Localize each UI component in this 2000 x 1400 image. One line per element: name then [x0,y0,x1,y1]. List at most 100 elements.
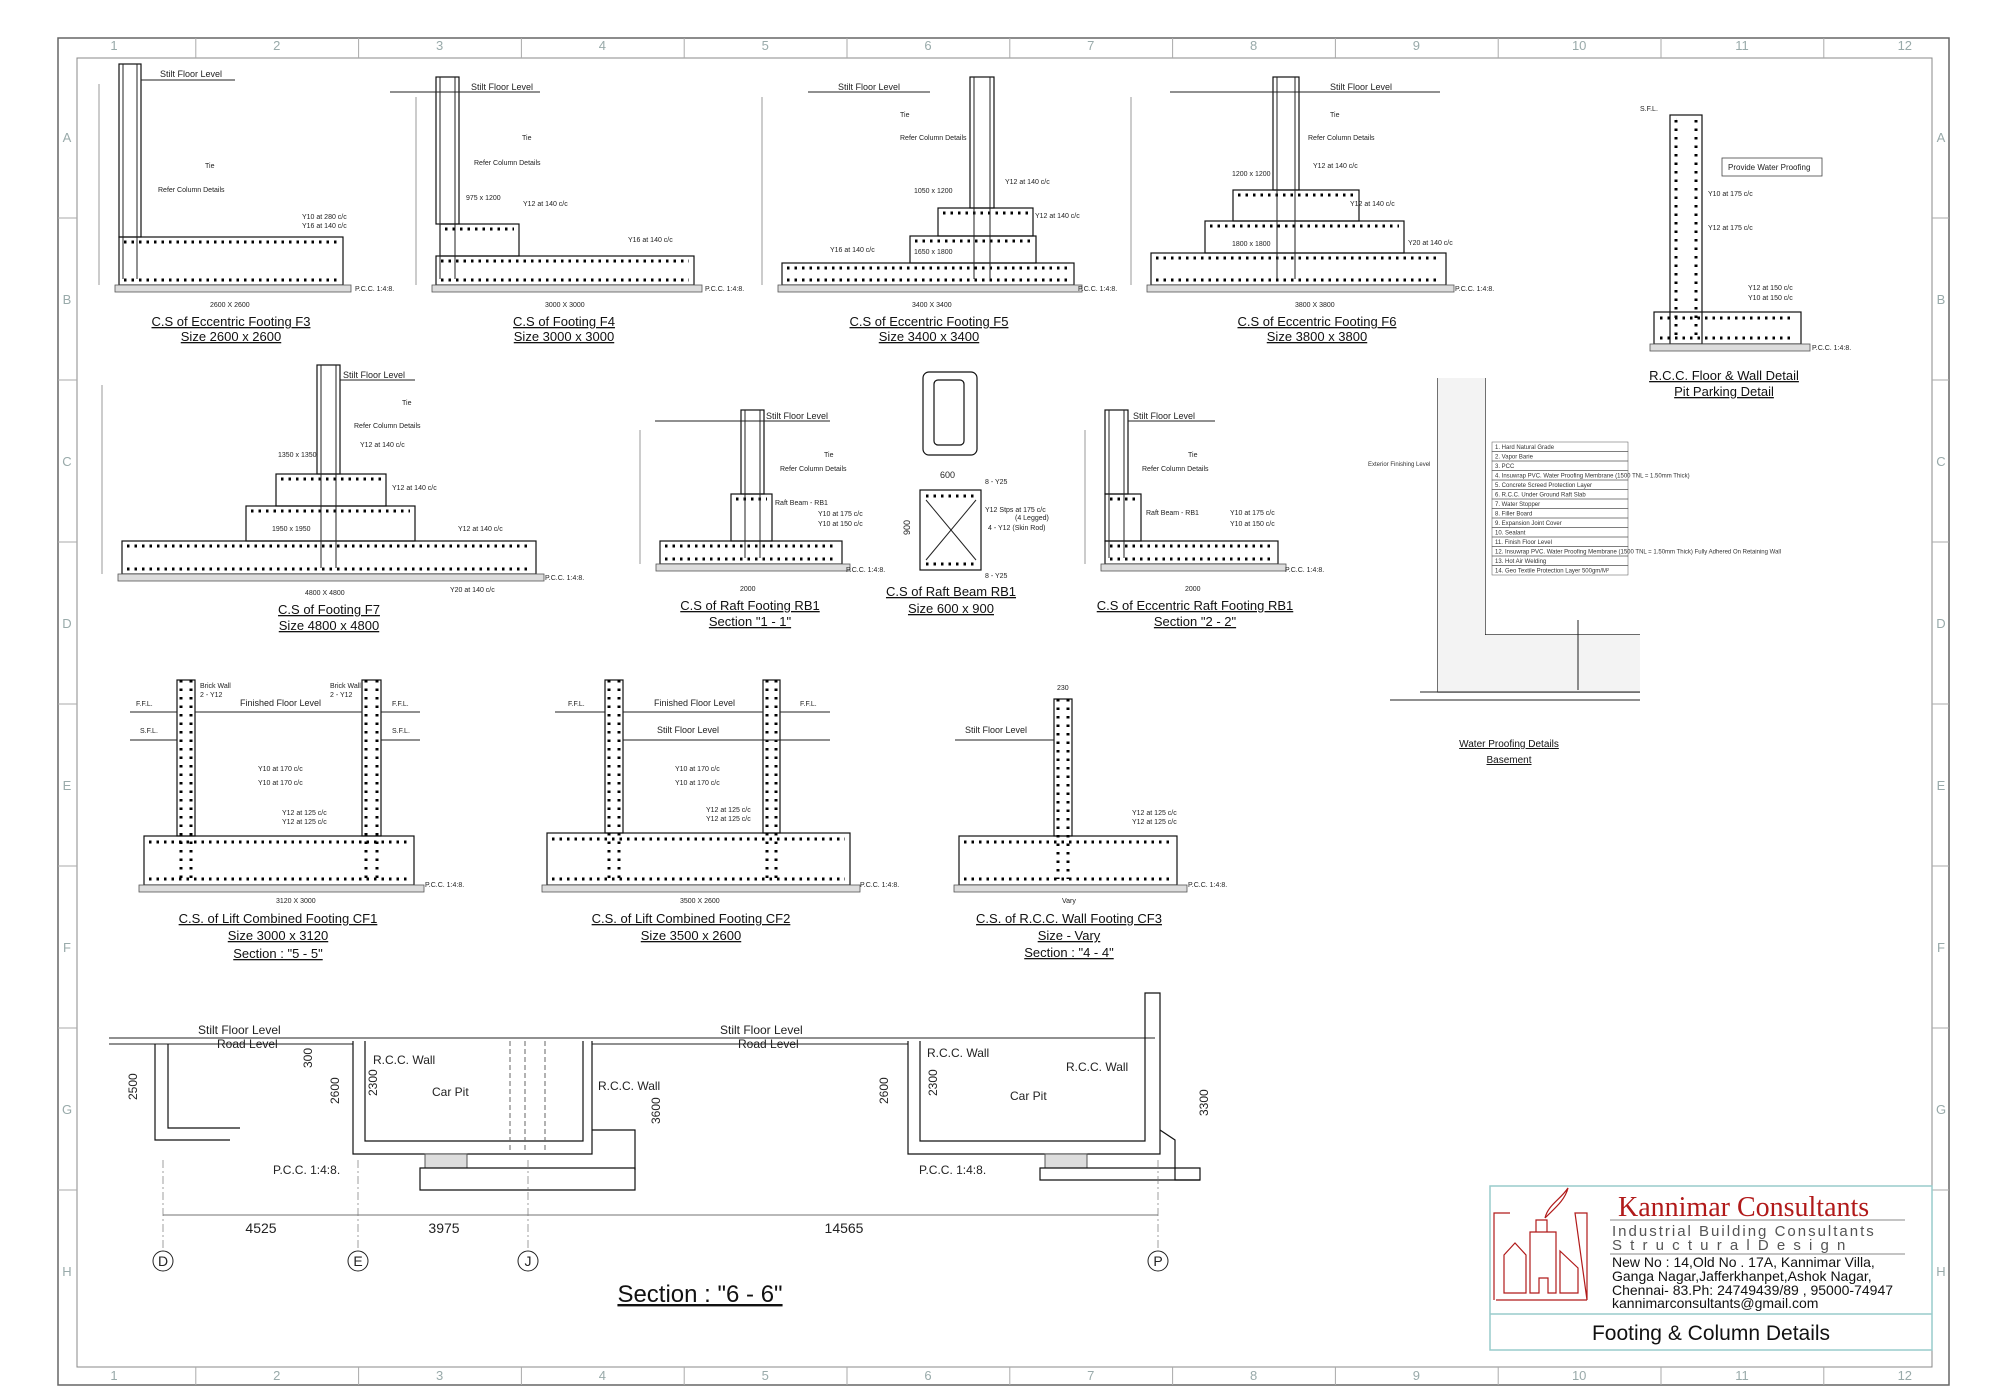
height-label: 2300 [366,1069,380,1096]
column [969,76,995,209]
caption-subtitle: Pit Parking Detail [1674,384,1774,399]
grid-column-label: 2 [273,1368,280,1383]
rcc-wall [762,679,781,834]
pcc-label: P.C.C. 1:4:8. [919,1163,986,1177]
caption-size: Size 2600 x 2600 [181,329,281,344]
legend-item: 7. Water Stopper [1495,502,1540,508]
grid-column-label: 10 [1572,1368,1586,1383]
wall-footing-cf3: Stilt Floor Level 230 Y12 at 125 c/c Y12… [965,685,1227,960]
pcc-bed [1044,1153,1088,1169]
footing-f4: Stilt Floor Level Tie Refer Column Detai… [466,82,744,344]
car-pit-label: Car Pit [432,1085,469,1099]
footing-step [275,473,387,507]
rcc-wall-label: R.C.C. Wall [373,1053,435,1067]
water-proofing-detail: Exterior Finishing Level 1. Hard Natural… [1368,441,1781,766]
pcc-label: P.C.C. 1:4:8. [273,1163,340,1177]
sfl-label: S.F.L. [1640,106,1658,113]
caption-size: Size 3000 x 3120 [228,928,328,943]
email: kannimarconsultants@gmail.com [1612,1295,1818,1311]
grid-row-label: A [63,130,72,145]
stirrup [925,499,977,561]
grid-column-label: 9 [1413,1368,1420,1383]
grid-column-label: 7 [1087,1368,1094,1383]
rcc-wall-label: R.C.C. Wall [927,1046,989,1060]
bar-label: Y20 at 140 c/c [1408,240,1453,247]
ffl-label: F.F.L. [568,701,585,708]
column [1104,409,1129,495]
car-pit-2 [907,992,1161,1155]
tie-label: Tie [1188,452,1198,459]
column [1272,76,1300,191]
pcc-bed [1649,343,1811,352]
grid-row-label: A [1937,130,1946,145]
grid-bubble [1147,1250,1169,1272]
grid-bubble [152,1250,174,1272]
level-label: Stilt Floor Level [965,725,1027,735]
stilt-level-label: Stilt Floor Level [720,1023,803,1037]
top-bar-label: 8 - Y25 [985,479,1008,486]
bar-label: Y10 at 170 c/c [258,780,303,787]
bottom-bar-label: 8 - Y25 [985,573,1008,580]
pcc-bed [138,884,425,893]
caption-size: Size 600 x 900 [908,601,994,616]
pcc-bed [655,563,851,572]
bars-label: 2 - Y12 [200,692,223,699]
pcc-label: P.C.C. 1:4:8. [705,286,744,293]
footing-base [659,540,843,565]
tie-label: Tie [1330,112,1340,119]
grid-row-label: H [1936,1264,1945,1279]
grid-column-label: 6 [924,1368,931,1383]
grid-column-label: 11 [1735,38,1749,53]
height-label: 2600 [328,1077,342,1104]
grid-column-label: 4 [599,1368,606,1383]
pcc-bed [117,573,545,582]
bar-label: Y12 at 125 c/c [706,816,751,823]
address-line: Ganga Nagar,Jafferkhanpet,Ashok Nagar, [1612,1268,1872,1284]
pcc-label: P.C.C. 1:4:8. [860,882,899,889]
address-line: New No : 14,Old No . 17A, Kannimar Villa… [1612,1254,1875,1270]
grid-column-label: 8 [1250,38,1257,53]
grid-row-label: E [63,778,72,793]
grid-row-label: D [1936,616,1945,631]
pcc-label: P.C.C. 1:4:8. [355,286,394,293]
column [435,76,460,225]
footing-base [546,832,851,886]
footing-step [1232,189,1360,222]
footing-base [435,255,695,286]
grid-row-label: F [1937,940,1945,955]
footing-base [419,1167,1201,1191]
grid-column-label: 12 [1898,38,1912,53]
grid-row-label: E [1937,778,1946,793]
tie-label: Tie [205,163,215,170]
caption-section: Section : "4 - 4" [1024,945,1114,960]
caption-size: Size 3800 x 3800 [1267,329,1367,344]
caption-size: Size 3500 x 2600 [641,928,741,943]
pcc-label: P.C.C. 1:4:8. [1078,286,1117,293]
bar-label: Y12 at 150 c/c [1748,285,1793,292]
grid-row-label: B [1937,292,1946,307]
footing-step [245,505,416,542]
level-label: Stilt Floor Level [1330,82,1392,92]
grid-row-label: C [1936,454,1945,469]
grid-bubble [347,1250,369,1272]
pcc-bed [114,284,352,293]
caption-size: Size 3000 x 3000 [514,329,614,344]
legend-item: 6. R.C.C. Under Ground Raft Slab [1495,493,1586,499]
caption-section: Section : "5 - 5" [233,946,323,961]
caption-subtitle: Basement [1486,755,1531,766]
legend-item: 9. Expansion Joint Cover [1495,521,1562,527]
height-label: 2500 [126,1073,140,1100]
depth-label: 900 [902,520,912,535]
footing-f7: Stilt Floor Level Tie Refer Column Detai… [272,370,584,633]
caption-size: Size 4800 x 4800 [279,618,379,633]
bar-label: Y12 at 175 c/c [1708,225,1753,232]
dim-label: 4800 X 4800 [305,590,345,597]
grid-column-label: 9 [1413,38,1420,53]
outer-border [57,37,1950,1386]
combined-footing-cf1: F.F.L. F.F.L. S.F.L. S.F.L. Finished Flo… [136,683,464,961]
caption-title: C.S of Eccentric Footing F3 [152,314,311,329]
beam-label: Raft Beam - RB1 [775,500,828,507]
bar-label: Y12 at 125 c/c [1132,819,1177,826]
caption-title: C.S of Eccentric Footing F5 [850,314,1009,329]
level-label: Stilt Floor Level [766,411,828,421]
